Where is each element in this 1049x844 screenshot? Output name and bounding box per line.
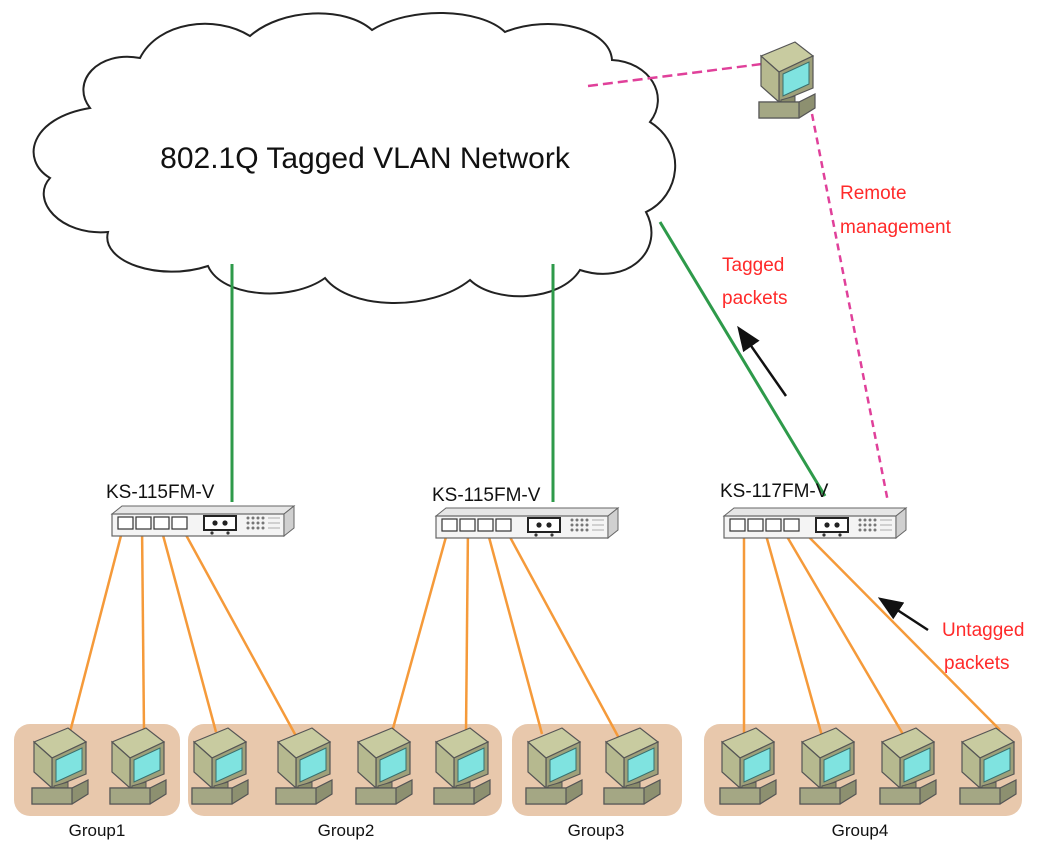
access-link — [484, 525, 544, 735]
access-link — [390, 525, 451, 733]
tagged-packets-label: packets — [722, 288, 787, 309]
switch-icon — [723, 507, 907, 539]
group2-label: Group2 — [318, 821, 375, 840]
pc-icon — [355, 727, 413, 805]
tagged-packets-label: Tagged — [722, 255, 784, 276]
pc-icon — [275, 727, 333, 805]
untagged-packets-label: packets — [944, 653, 1009, 674]
switch-1-label: KS-115FM-V — [106, 482, 215, 503]
pc-icon — [719, 727, 777, 805]
access-link — [780, 527, 906, 737]
access-link — [178, 523, 298, 737]
access-link — [799, 527, 1001, 731]
group4-label: Group4 — [832, 821, 889, 840]
switch-3-label: KS-117FM-V — [720, 481, 829, 502]
pc-icon — [879, 727, 937, 805]
switch-2: KS-115FM-V — [432, 485, 619, 539]
group-backgrounds — [14, 724, 1022, 816]
switch-icon — [435, 507, 619, 539]
group3-label: Group3 — [568, 821, 625, 840]
remote-management-label: Remote — [840, 183, 907, 204]
access-link — [464, 525, 470, 733]
group1-label: Group1 — [69, 821, 126, 840]
pc-icon — [525, 727, 583, 805]
pc-icon — [959, 727, 1017, 805]
tagged-packets-arrow — [737, 325, 788, 397]
remote-management-label: management — [840, 217, 952, 238]
pc-icon — [31, 727, 89, 805]
pc-icon — [191, 727, 249, 805]
vlan-network-cloud — [32, 11, 676, 304]
pc-icon — [109, 727, 167, 805]
cloud-title: 802.1Q Tagged VLAN Network — [160, 142, 571, 175]
access-link — [502, 525, 622, 741]
group2-background — [188, 724, 502, 816]
switch-2-label: KS-115FM-V — [432, 485, 541, 506]
management-link-switch — [810, 113, 890, 503]
access-link — [158, 523, 218, 733]
access-link — [762, 527, 824, 737]
access-link — [140, 523, 146, 733]
untagged-packets-arrow — [877, 597, 929, 632]
access-link — [68, 523, 126, 733]
switch-3: KS-117FM-V — [720, 481, 907, 539]
pc-icon — [603, 727, 661, 805]
switch-icon — [111, 505, 295, 537]
trunk-link-switch3 — [658, 221, 827, 497]
pc-icon — [433, 727, 491, 805]
pc-icon — [799, 727, 857, 805]
management-pc-icon — [758, 41, 816, 119]
switch-1: KS-115FM-V — [106, 482, 295, 537]
group4-background — [704, 724, 1022, 816]
untagged-packets-label: Untagged — [942, 620, 1024, 641]
